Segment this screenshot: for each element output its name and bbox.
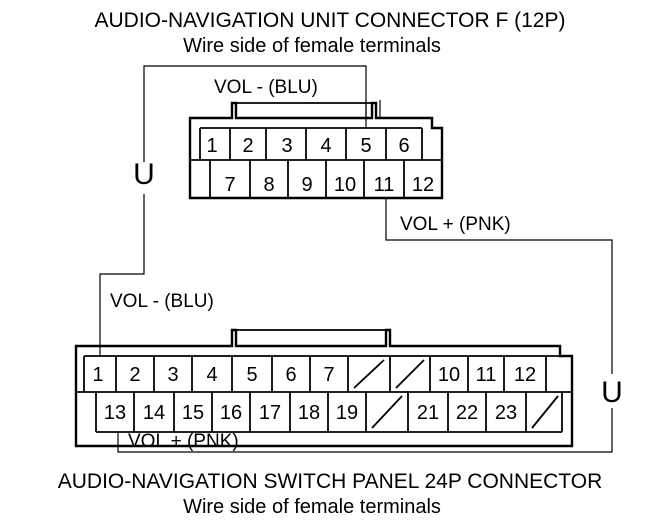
pin-label: 3 <box>281 135 292 157</box>
empty-cavity-mark <box>531 395 559 429</box>
connector-f-top-dividers <box>199 127 423 160</box>
vol-minus-wire-upper <box>143 65 367 162</box>
empty-cavity-mark <box>353 359 385 389</box>
pin-label: 22 <box>456 402 478 424</box>
pin-label: 2 <box>242 135 253 157</box>
pin-label: 4 <box>206 364 217 386</box>
pin-label: 5 <box>246 364 257 386</box>
pin-label: 6 <box>398 135 409 157</box>
pin-label: 18 <box>298 402 320 424</box>
pin-label: 11 <box>476 364 497 386</box>
wire-label-vol-minus-upper: VOL - (BLU) <box>214 77 318 98</box>
switch-panel-top-dividers <box>115 356 547 392</box>
switch-panel-connector: 1 2 3 4 5 6 7 10 11 12 13 14 15 16 17 18… <box>74 328 574 448</box>
pin-label: 7 <box>323 364 334 386</box>
empty-cavity-mark <box>371 395 403 429</box>
connector-f-bottom-dividers <box>209 160 405 198</box>
right-splice-symbol: U <box>601 376 623 409</box>
pin-label: 14 <box>143 402 165 424</box>
switch-panel-bottom-dividers <box>95 392 563 433</box>
pin-label: 21 <box>417 402 439 424</box>
connector-f-bottom-pins: 7 8 9 10 11 12 <box>224 174 434 196</box>
pin-label: 6 <box>285 364 296 386</box>
connector-f: 1 2 3 4 5 6 7 8 9 10 11 12 <box>188 101 444 200</box>
vol-plus-wire-upper <box>385 198 613 374</box>
connector-f-title: AUDIO-NAVIGATION UNIT CONNECTOR F (12P) <box>95 9 566 32</box>
pin-label: 11 <box>374 174 395 196</box>
switch-panel-outline <box>74 328 574 448</box>
pin-label: 4 <box>320 135 331 157</box>
pin-label: 13 <box>104 402 126 424</box>
pin-label: 1 <box>206 135 217 157</box>
pin-label: 10 <box>438 364 460 386</box>
pin-label: 12 <box>514 364 536 386</box>
wire-label-vol-plus-lower: VOL + (PNK) <box>128 431 239 452</box>
switch-panel-top-pins: 1 2 3 4 5 6 7 10 11 12 <box>92 359 536 389</box>
pin-label: 17 <box>259 402 281 424</box>
pin-label: 9 <box>301 174 312 196</box>
empty-cavity-mark <box>395 359 425 389</box>
pin-label: 7 <box>224 174 235 196</box>
switch-panel-subtitle: Wire side of female terminals <box>183 496 441 518</box>
pin-label: 15 <box>182 402 204 424</box>
wire-label-vol-minus-lower: VOL - (BLU) <box>110 291 214 312</box>
vol-minus-wire-lower <box>99 194 145 356</box>
pin-label: 19 <box>336 402 358 424</box>
pin-label: 3 <box>167 364 178 386</box>
pin-label: 2 <box>129 364 140 386</box>
pin-label: 10 <box>334 174 356 196</box>
switch-panel-bottom-pins: 13 14 15 16 17 18 19 21 22 23 <box>104 395 559 429</box>
pin-label: 23 <box>495 402 517 424</box>
pin-label: 1 <box>92 364 103 386</box>
vol-plus-wire-lower <box>117 408 613 453</box>
left-splice-symbol: U <box>133 158 155 191</box>
pin-label: 5 <box>360 135 371 157</box>
connector-f-top-pins: 1 2 3 4 5 6 <box>206 135 409 157</box>
wire-label-vol-plus-upper: VOL + (PNK) <box>400 214 511 235</box>
pin-label: 16 <box>220 402 242 424</box>
connector-f-subtitle: Wire side of female terminals <box>183 35 441 57</box>
pin-label: 12 <box>412 174 434 196</box>
pin-label: 8 <box>263 174 274 196</box>
switch-panel-title: AUDIO-NAVIGATION SWITCH PANEL 24P CONNEC… <box>58 470 603 493</box>
